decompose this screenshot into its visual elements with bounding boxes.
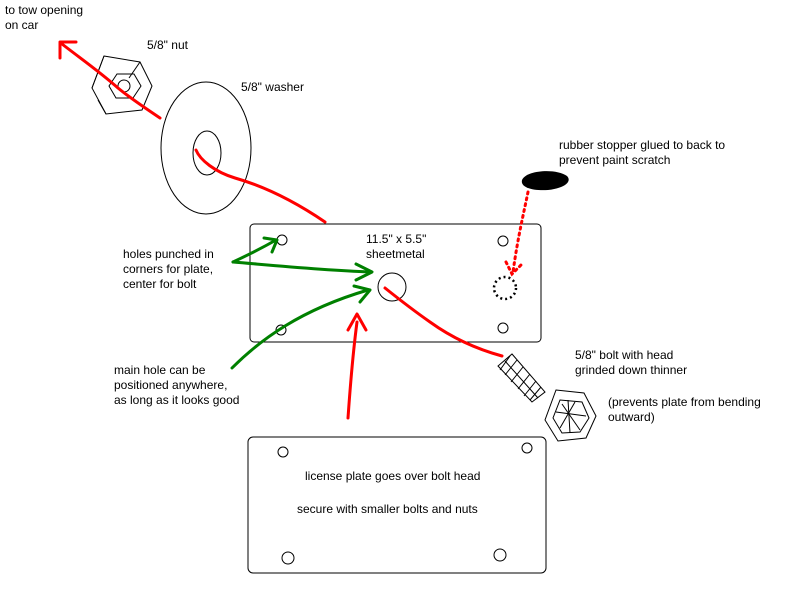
plate-hole-top-right bbox=[497, 235, 509, 247]
license-hole-top-right bbox=[521, 442, 533, 454]
stopper-label: rubber stopper glued to back to bbox=[559, 138, 725, 152]
stopper-label-2: prevent paint scratch bbox=[559, 153, 670, 167]
license-hole-bottom-left bbox=[281, 551, 295, 565]
red-arrowhead-tow bbox=[58, 40, 78, 60]
stopper-position-dotted bbox=[492, 275, 518, 301]
green-arrows bbox=[230, 236, 374, 370]
license-hole-bottom-right bbox=[493, 548, 507, 562]
green-arrow-main-hole bbox=[230, 288, 370, 370]
nut-label: 5/8" nut bbox=[147, 38, 189, 52]
license-hole-top-left bbox=[277, 446, 289, 458]
bolt-label-2: grinded down thinner bbox=[575, 363, 687, 377]
tow-opening-label: to tow opening bbox=[5, 3, 83, 17]
sheetmetal-size-label: 11.5" x 5.5" bbox=[366, 232, 426, 246]
red-assembly-line bbox=[383, 286, 504, 358]
rubber-stopper bbox=[521, 171, 569, 191]
washer-label: 5/8" washer bbox=[241, 80, 304, 94]
sheetmetal-label: sheetmetal bbox=[366, 247, 425, 261]
holes-label-2: corners for plate, bbox=[123, 262, 213, 276]
license-plate-label: license plate goes over bolt head bbox=[305, 469, 480, 483]
washer-drawing bbox=[160, 81, 252, 215]
holes-label: holes punched in bbox=[123, 247, 214, 261]
red-arrowhead-up bbox=[346, 312, 368, 332]
main-hole-label-2: positioned anywhere, bbox=[114, 378, 227, 392]
green-arrow-holes-to-center bbox=[231, 260, 372, 274]
prevents-label: (prevents plate from bending bbox=[608, 395, 761, 409]
holes-label-3: center for bolt bbox=[123, 277, 197, 291]
bolt-label: 5/8" bolt with head bbox=[575, 348, 673, 362]
red-dotted-arrow bbox=[504, 190, 530, 277]
bolt-drawing bbox=[497, 353, 597, 442]
main-hole-label: main hole can be bbox=[114, 363, 206, 377]
plate-hole-bottom-right bbox=[497, 322, 509, 334]
prevents-label-2: outward) bbox=[608, 410, 655, 424]
tow-opening-label-2: on car bbox=[5, 18, 38, 32]
license-plate bbox=[247, 436, 547, 574]
red-arrow-up bbox=[346, 320, 359, 420]
green-arrow-holes-to-corner bbox=[231, 238, 278, 264]
red-arrows bbox=[58, 40, 504, 420]
plate-center-hole bbox=[377, 272, 407, 302]
main-hole-label-3: as long as it looks good bbox=[114, 393, 239, 407]
license-plate-label-2: secure with smaller bolts and nuts bbox=[297, 502, 478, 516]
